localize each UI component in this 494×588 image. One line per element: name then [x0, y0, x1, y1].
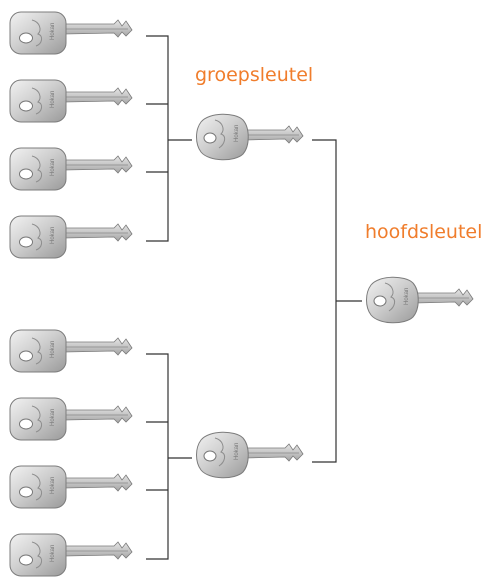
group-key-icon	[196, 431, 304, 479]
user-key-icon	[9, 215, 133, 259]
user-key-icon	[9, 329, 133, 373]
user-key-icon	[9, 533, 133, 577]
user-key-icon	[9, 397, 133, 441]
user-key-icon	[9, 79, 133, 123]
master-key-icon	[366, 276, 474, 324]
connector-lines	[146, 35, 362, 560]
user-key-icon	[9, 11, 133, 55]
group-key-icon	[196, 113, 304, 161]
user-key-icon	[9, 465, 133, 509]
master-key-label: hoofdsleutel	[365, 221, 483, 243]
user-key-icon	[9, 147, 133, 191]
group-key-label: groepsleutel	[195, 64, 314, 86]
